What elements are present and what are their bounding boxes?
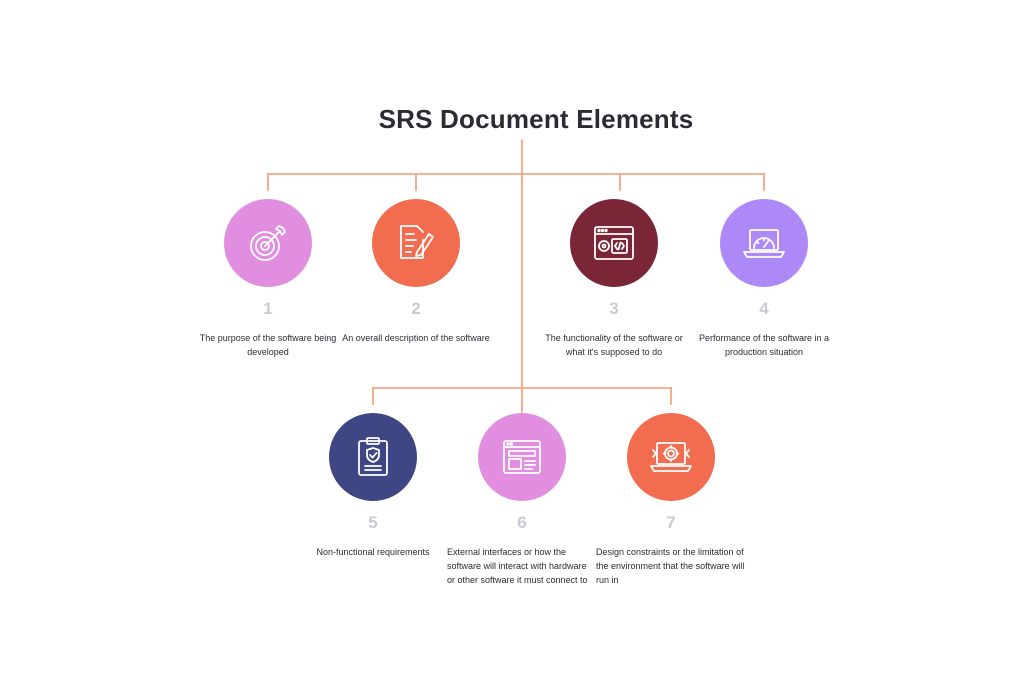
element-item-1: 1 The purpose of the software being deve… [193,199,343,359]
element-number-5: 5 [368,513,378,532]
element-item-3: 3 The functionality of the software or w… [539,199,689,359]
element-item-7: 7 Design constraints or the limitation o… [596,413,746,587]
element-circle-3 [570,199,658,287]
element-description-4: Performance of the software in a product… [698,333,830,357]
target-icon [250,225,286,261]
element-circle-5 [329,413,417,501]
element-description-1: The purpose of the software being develo… [199,333,337,357]
laptop-gear-icon [650,442,692,472]
element-number-2: 2 [411,299,421,318]
element-item-5: 5 Non-functional requirements [298,413,448,559]
code-window-icon [594,226,634,260]
element-description-2: An overall description of the software [342,333,490,343]
diagram-title: SRS Document Elements [378,104,694,134]
element-number-1: 1 [263,299,273,318]
clipboard-check-icon [358,437,388,476]
element-number-4: 4 [759,299,769,318]
element-description-7: Design constraints or the limitation of … [596,547,745,585]
element-circle-1 [224,199,312,287]
laptop-gauge-icon [743,229,785,258]
interface-layout-icon [503,440,541,474]
element-circle-2 [372,199,460,287]
element-item-4: 4 Performance of the software in a produ… [689,199,839,359]
element-circle-4 [720,199,808,287]
element-description-5: Non-functional requirements [316,547,430,557]
element-number-7: 7 [666,513,676,532]
element-number-3: 3 [609,299,619,318]
element-circle-7 [627,413,715,501]
element-item-2: 2 An overall description of the software [341,199,491,345]
element-circle-6 [478,413,566,501]
element-number-6: 6 [517,513,527,532]
element-description-3: The functionality of the software or wha… [545,333,683,357]
element-item-6: 6 External interfaces or how the softwar… [447,413,597,587]
document-edit-icon [400,225,434,259]
element-description-6: External interfaces or how the software … [447,547,588,585]
